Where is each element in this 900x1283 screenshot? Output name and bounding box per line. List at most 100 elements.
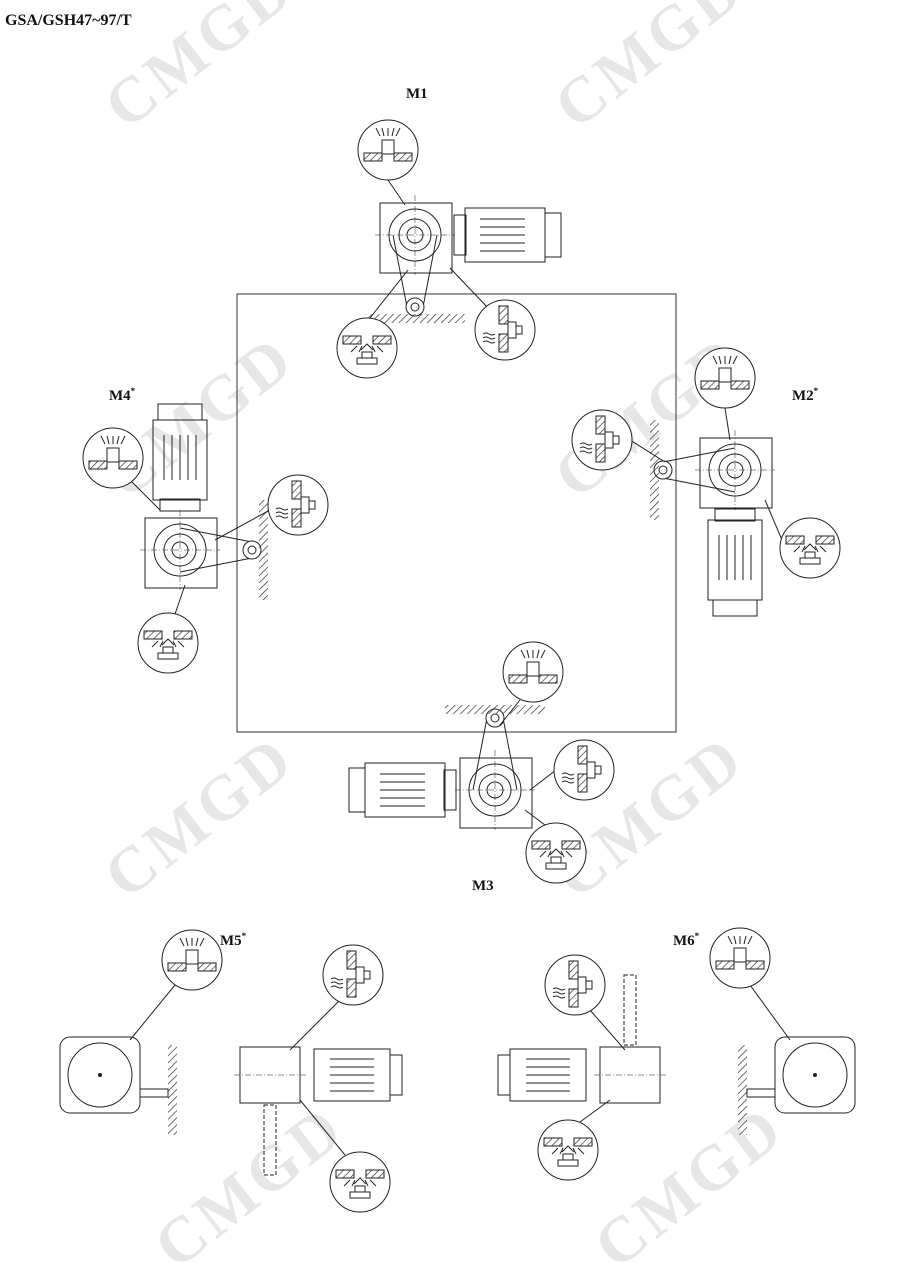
- oil-level-detail-side: [571, 409, 633, 471]
- gear-unit-top-view: [497, 974, 666, 1104]
- center-dot: [813, 1073, 817, 1077]
- housing-wall: [595, 415, 606, 435]
- detail-circle: [694, 347, 756, 409]
- detail-circle: [82, 427, 144, 489]
- leader-line: [579, 1099, 611, 1123]
- gear-housing: [699, 437, 773, 509]
- housing-wall: [577, 773, 588, 793]
- drain-plug-head: [545, 862, 567, 870]
- detail-circle: [267, 474, 329, 536]
- leader-line: [369, 269, 409, 319]
- leader-line: [214, 509, 271, 541]
- housing-wall: [815, 535, 835, 545]
- leader-line: [387, 179, 406, 206]
- hollow-shaft: [163, 533, 197, 567]
- oil-wave-icon: [552, 991, 566, 995]
- detail-circle: [336, 317, 398, 379]
- oil-wave-icon: [330, 985, 344, 989]
- oil-level-detail-side: [267, 474, 329, 536]
- housing-wall: [372, 335, 392, 345]
- housing-wall: [785, 535, 805, 545]
- oil-level-detail-bottom: [537, 1119, 599, 1181]
- vent-plug-icon: [718, 367, 732, 383]
- fan-cover: [544, 212, 562, 258]
- drain-plug-head: [799, 557, 821, 565]
- vent-ray: [728, 355, 732, 365]
- torque-pin: [263, 1104, 277, 1176]
- drain-plug-head: [157, 652, 179, 660]
- drip-line: [343, 1179, 351, 1187]
- drip-line: [577, 1147, 585, 1155]
- fan-cover: [348, 767, 366, 813]
- housing-wall: [167, 962, 187, 972]
- mounting-frame: [236, 293, 677, 733]
- housing-wall: [595, 443, 606, 463]
- housing-wall: [291, 480, 302, 500]
- fan-cover: [497, 1054, 511, 1096]
- housing-wall: [508, 674, 528, 684]
- leader-line: [764, 499, 783, 541]
- vent-ray: [395, 127, 401, 137]
- drip-line: [560, 850, 565, 858]
- vent-ray: [712, 355, 718, 365]
- drip-line: [371, 345, 376, 353]
- housing-wall: [143, 630, 163, 640]
- housing-wall: [538, 674, 558, 684]
- leader-line: [129, 479, 161, 511]
- housing-wall: [715, 960, 735, 970]
- adapter-flange: [159, 498, 201, 512]
- position-label-m4: M4*: [109, 386, 136, 404]
- detail-circle: [502, 641, 564, 703]
- detail-circle: [709, 927, 771, 989]
- adapter-flange: [443, 769, 457, 811]
- leader-line: [129, 984, 176, 1041]
- hollow-shaft: [718, 453, 752, 487]
- leader-line: [524, 809, 546, 826]
- torque-arm-bushing: [405, 297, 425, 317]
- oil-wave-icon: [275, 515, 289, 519]
- housing-wall: [346, 950, 357, 970]
- vent-ray: [106, 435, 110, 445]
- drain-plug-head: [356, 357, 378, 365]
- vent-ray: [199, 937, 205, 947]
- drip-line: [539, 850, 547, 858]
- housing-wall: [335, 1169, 355, 1179]
- housing-wall: [531, 840, 551, 850]
- mounting-wall: [168, 1045, 177, 1135]
- leader-line: [499, 699, 521, 726]
- plug-head-icon: [515, 325, 523, 335]
- oil-level-detail-top: [502, 641, 564, 703]
- vent-ray: [747, 935, 753, 945]
- fan-cover: [389, 1054, 403, 1096]
- position-label-m3: M3: [472, 878, 494, 894]
- oil-wave-icon: [561, 772, 575, 776]
- drip-line: [819, 545, 827, 553]
- detail-circle: [161, 929, 223, 991]
- oil-level-detail-bottom: [525, 822, 587, 884]
- oil-wave-icon: [552, 987, 566, 991]
- drip-line: [559, 1147, 564, 1155]
- torque-arm: [392, 234, 438, 308]
- vent-ray: [526, 649, 530, 659]
- fan-cover: [157, 403, 203, 421]
- drip-line: [350, 345, 358, 353]
- housing-wall: [393, 152, 413, 162]
- drain-arrow-icon: [561, 1145, 575, 1153]
- detail-circle: [544, 954, 606, 1016]
- oil-level-detail-side: [553, 739, 615, 801]
- housing-cover: [782, 1042, 848, 1108]
- oil-wave-icon: [482, 336, 496, 340]
- oil-wave-icon: [482, 340, 496, 344]
- oil-level-detail-side: [544, 954, 606, 1016]
- drip-line: [159, 640, 164, 648]
- torque-arm-bushing: [242, 540, 262, 560]
- plug-head-icon: [594, 765, 602, 775]
- position-label-m1: M1: [406, 86, 428, 102]
- drip-line: [351, 1179, 356, 1187]
- vent-plug-icon: [106, 447, 120, 463]
- drip-line: [793, 545, 801, 553]
- housing-wall: [346, 978, 357, 998]
- oil-level-detail-bottom: [329, 1151, 391, 1213]
- torque-pin: [623, 974, 637, 1046]
- detail-circle: [474, 299, 536, 361]
